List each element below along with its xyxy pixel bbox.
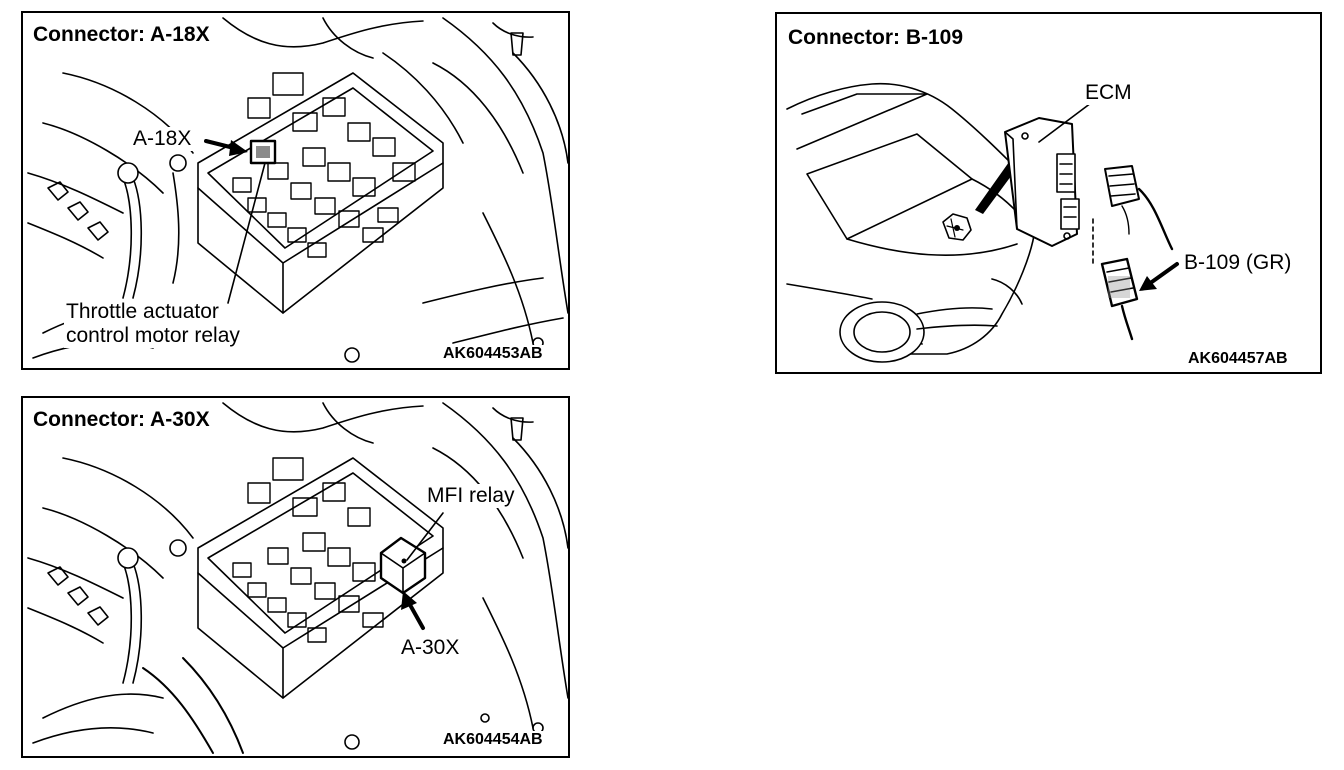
engine-bay-illustration [27, 402, 568, 754]
figure-code: AK604453AB [441, 345, 545, 363]
panel-title: Connector: A-18X [33, 24, 213, 45]
connector-callout: A-18X [131, 127, 194, 151]
diagram-panel-a30x: Connector: A-30X MFI relay A-30X AK60445… [21, 396, 570, 758]
vehicle-ecm-illustration [786, 82, 1179, 363]
diagram-panel-b109: Connector: B-109 ECM B-109 (GR) AK604457… [775, 12, 1322, 374]
figure-code: AK604454AB [441, 731, 545, 749]
panel-title: Connector: A-30X [33, 409, 213, 430]
engine-bay-illustration [27, 17, 568, 363]
diagram-panel-a18x: Connector: A-18X A-18X Throttle actuator… [21, 11, 570, 370]
figure-code: AK604457AB [1186, 350, 1290, 368]
panel-title: Connector: B-109 [788, 27, 967, 48]
mfi-relay-label: MFI relay [425, 484, 517, 508]
relay-label-line2: control motor relay [64, 324, 242, 348]
connector-callout: B-109 (GR) [1182, 251, 1294, 275]
relay-label-line1: Throttle actuator [64, 300, 221, 324]
ecm-label: ECM [1083, 81, 1134, 105]
connector-callout: A-30X [399, 636, 462, 660]
